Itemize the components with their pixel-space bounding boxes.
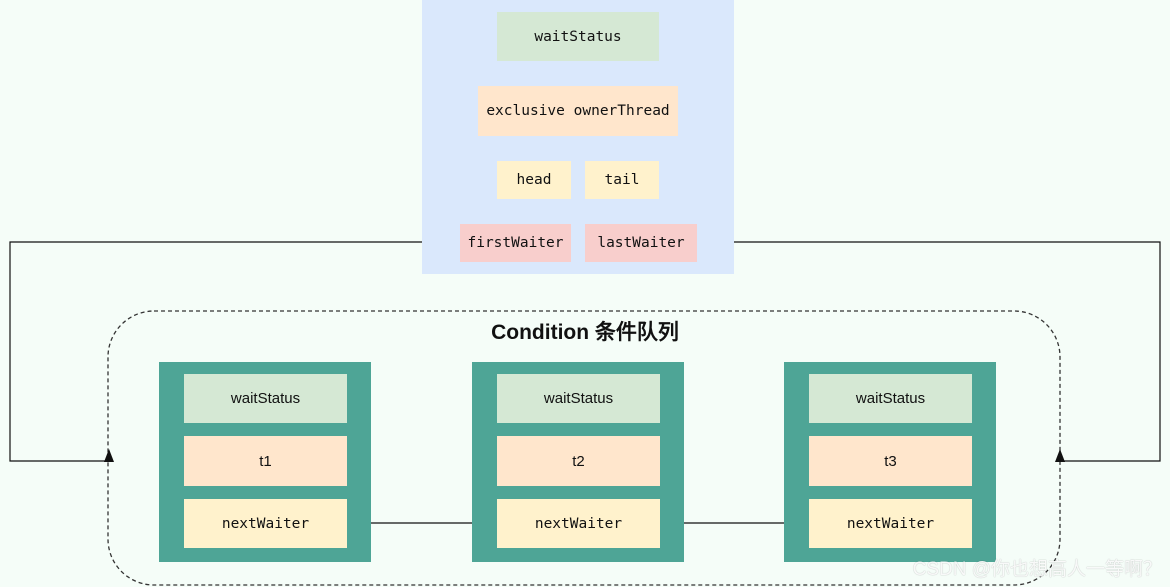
node-3-thread: t3 [809,436,972,486]
node-1-wait-status: waitStatus [184,374,347,423]
last-waiter-link [697,241,1161,462]
first-waiter-link [9,241,460,462]
aqs-exclusive-owner-thread: exclusive ownerThread [478,86,678,136]
node-1-thread: t1 [184,436,347,486]
aqs-first-waiter: firstWaiter [460,224,571,262]
node-1-next-waiter: nextWaiter [184,499,347,548]
node-2-next-waiter: nextWaiter [497,499,660,548]
node-3-wait-status: waitStatus [809,374,972,423]
node-3-next-waiter: nextWaiter [809,499,972,548]
condition-queue-title: Condition 条件队列 [491,321,679,344]
aqs-tail: tail [585,161,659,199]
first-waiter-arrowhead [104,449,114,462]
watermark: CSDN @你也想高人一等啊？ [912,559,1162,580]
aqs-head: head [497,161,571,199]
condition-queue-container [107,310,1061,586]
last-waiter-arrowhead [1055,449,1065,462]
aqs-last-waiter: lastWaiter [585,224,697,262]
node-2-thread: t2 [497,436,660,486]
aqs-wait-status: waitStatus [497,12,659,61]
node-2-wait-status: waitStatus [497,374,660,423]
